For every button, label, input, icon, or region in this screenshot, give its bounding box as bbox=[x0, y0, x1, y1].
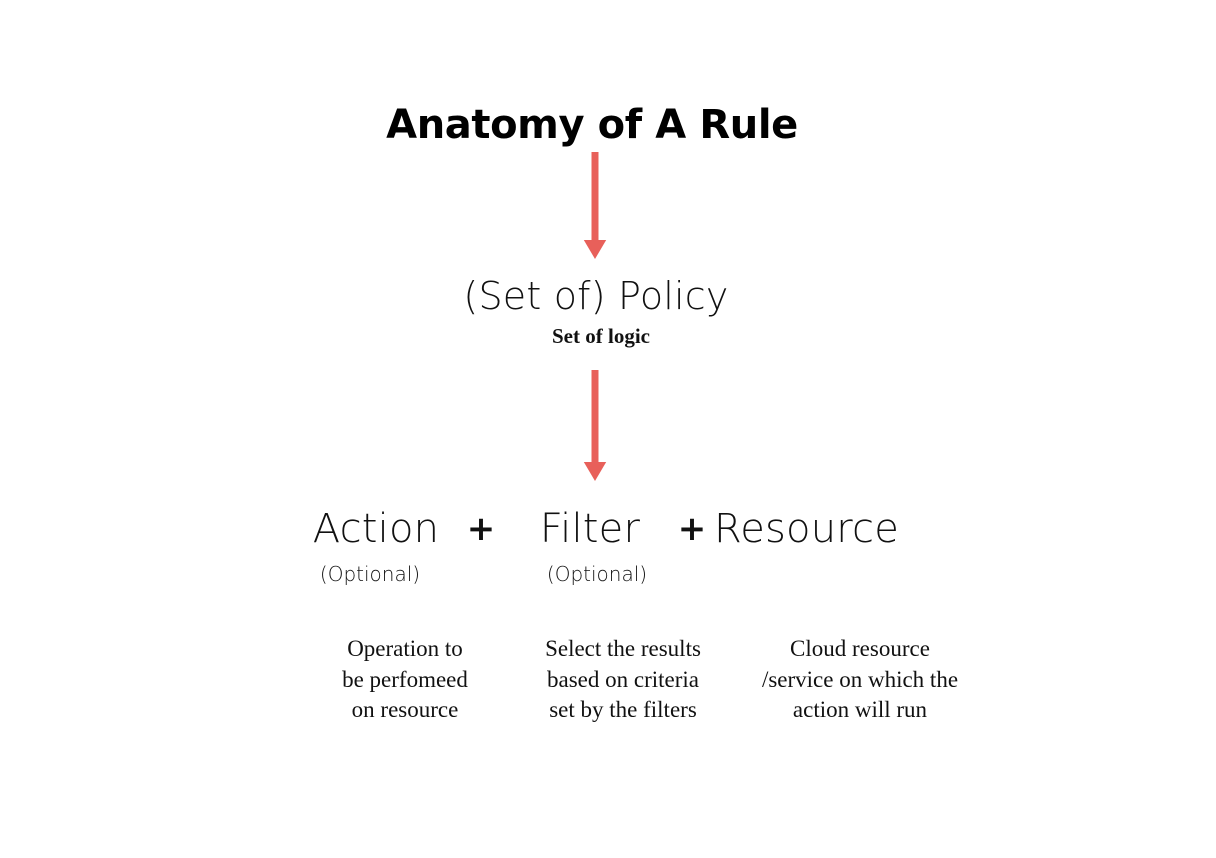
component-resource: Resource bbox=[714, 506, 900, 552]
arrow-policy-to-components-icon bbox=[583, 370, 607, 482]
policy-label: (Set of) Policy bbox=[463, 274, 729, 318]
plus-operator-1: + bbox=[466, 509, 496, 549]
filter-description-line-1: Select the results bbox=[545, 636, 701, 661]
resource-description-line-1: Cloud resource bbox=[790, 636, 930, 661]
plus-operator-2: + bbox=[677, 509, 707, 549]
filter-description-line-3: set by the filters bbox=[549, 697, 697, 722]
component-filter: Filter bbox=[539, 506, 641, 552]
resource-description: Cloud resource /service on which the act… bbox=[735, 634, 985, 726]
action-description-line-3: on resource bbox=[351, 697, 459, 722]
policy-subtitle: Set of logic bbox=[552, 324, 650, 348]
resource-description-line-2: /service on which the bbox=[761, 666, 959, 692]
action-description: Operation to be perfomeed on resource bbox=[305, 634, 505, 726]
component-action: Action bbox=[312, 506, 440, 552]
action-description-line-2: be perfomeed bbox=[342, 666, 468, 692]
components-row: Action + Filter + Resource bbox=[300, 502, 930, 556]
arrow-title-to-policy-icon bbox=[583, 152, 607, 260]
page-title: Anatomy of A Rule bbox=[386, 102, 798, 148]
filter-description-line-2: based on criteria bbox=[547, 666, 699, 692]
action-optional-label: (Optional) bbox=[319, 562, 421, 586]
resource-description-line-3: action will run bbox=[792, 697, 928, 722]
descriptions-row: Operation to be perfomeed on resource Se… bbox=[280, 634, 980, 734]
filter-optional-label: (Optional) bbox=[546, 562, 648, 586]
filter-description: Select the results based on criteria set… bbox=[513, 634, 733, 726]
action-description-line-1: Operation to bbox=[347, 636, 463, 661]
